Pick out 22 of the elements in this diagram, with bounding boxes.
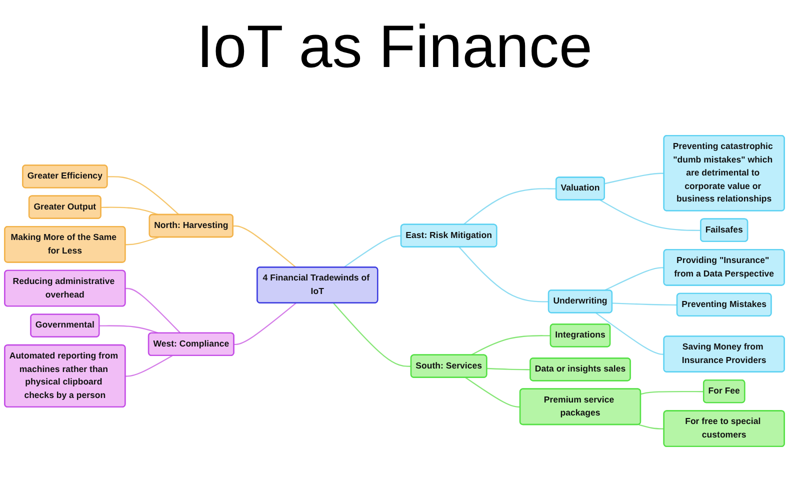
connector <box>462 188 556 226</box>
connector <box>465 377 520 408</box>
connector <box>470 335 551 356</box>
connector <box>596 312 664 355</box>
connector <box>604 267 664 291</box>
connector <box>458 246 549 302</box>
connector <box>640 390 704 395</box>
connector <box>125 236 159 246</box>
connector <box>343 235 402 268</box>
connector <box>333 302 412 367</box>
connector <box>125 355 172 377</box>
connector <box>604 172 664 184</box>
connector <box>612 302 678 306</box>
connector <box>125 288 181 334</box>
connector <box>107 176 180 216</box>
connector <box>486 368 531 370</box>
connector <box>234 302 296 346</box>
connector <box>638 424 664 430</box>
connector <box>101 206 159 216</box>
title: IoT as Finance <box>196 14 592 80</box>
connector <box>600 200 701 232</box>
connector <box>233 225 296 268</box>
